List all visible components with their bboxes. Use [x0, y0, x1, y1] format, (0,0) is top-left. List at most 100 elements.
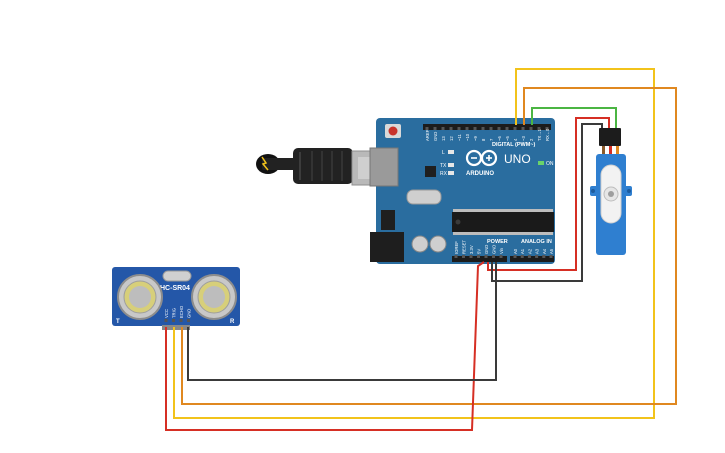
pin-socket[interactable] — [457, 127, 461, 130]
pin-label: A2 — [527, 248, 532, 254]
pin-label: ~11 — [457, 134, 462, 141]
pin-label: A4 — [542, 248, 547, 254]
pin-label: ~9 — [473, 136, 478, 141]
pin-label: 4 — [513, 138, 518, 141]
pin-socket[interactable] — [441, 127, 445, 130]
pin-label: AREF — [425, 129, 430, 141]
servo-motor[interactable] — [590, 128, 632, 255]
pin-socket[interactable] — [449, 127, 453, 130]
pin-label: 3.3V — [469, 245, 474, 254]
pin-socket[interactable] — [489, 127, 493, 130]
transmitter-icon — [117, 274, 163, 320]
pin-socket[interactable] — [505, 127, 509, 130]
pin-socket[interactable] — [535, 255, 539, 258]
servo-horn-icon — [600, 164, 622, 224]
pin-label: ~3 — [521, 136, 526, 141]
usb-bolt-icon — [261, 156, 269, 171]
pin-label: ECHO — [179, 305, 184, 318]
pin-socket[interactable] — [549, 255, 553, 258]
pin-socket[interactable] — [521, 127, 525, 130]
pin-label: VCC — [164, 309, 169, 318]
led-on-label: ON — [546, 161, 554, 167]
pin-label: A1 — [520, 248, 525, 254]
pin-socket[interactable] — [484, 255, 488, 258]
pin-label: 2 — [529, 138, 534, 141]
wire-black-sensor[interactable] — [187, 262, 497, 381]
pin-socket[interactable] — [513, 127, 517, 130]
pin-socket[interactable] — [529, 127, 533, 130]
pin-label: 7 — [489, 138, 494, 141]
pin-socket[interactable] — [187, 319, 190, 322]
pin-socket[interactable] — [433, 127, 437, 130]
pin-socket[interactable] — [520, 255, 524, 258]
capacitor-right — [429, 235, 447, 253]
pin-label: 12 — [449, 136, 454, 141]
power-header-label: POWER — [487, 239, 508, 245]
pin-label: GND — [433, 132, 438, 141]
power-header — [452, 256, 507, 262]
pin-label: TRIG — [172, 308, 177, 318]
wire-green[interactable] — [531, 107, 617, 128]
pin-label: Vin — [499, 247, 504, 254]
wire-black-servo[interactable] — [491, 123, 603, 282]
wire-orange[interactable] — [181, 87, 677, 405]
wire-yellow[interactable] — [173, 68, 655, 419]
pin-socket[interactable] — [481, 127, 485, 130]
pin-socket[interactable] — [497, 127, 501, 130]
pin-socket[interactable] — [527, 255, 531, 258]
pin-socket[interactable] — [425, 127, 429, 130]
sensor-r-mark: R — [230, 319, 235, 325]
capacitor-left — [411, 235, 429, 253]
pin-socket[interactable] — [465, 127, 469, 130]
led-l — [448, 150, 454, 154]
pin-socket[interactable] — [492, 255, 495, 258]
pin-label: ~5 — [505, 136, 510, 141]
pin-socket[interactable] — [499, 255, 503, 258]
led-tx — [448, 163, 454, 167]
analog-header-label: ANALOG IN — [521, 239, 552, 245]
pin-label: ~6 — [497, 136, 502, 141]
led-rx-label: RX — [440, 171, 448, 177]
pin-socket[interactable] — [469, 255, 473, 258]
pin-label: IOREF — [454, 241, 459, 254]
pin-socket[interactable] — [473, 127, 477, 130]
pin-label: A3 — [535, 248, 540, 254]
reset-button-cap — [388, 126, 398, 136]
led-tx-label: TX — [440, 163, 447, 169]
pin-label: A5 — [549, 248, 554, 254]
sensor-crystal — [162, 270, 192, 282]
pin-socket[interactable] — [545, 127, 549, 130]
pin-socket[interactable] — [172, 319, 175, 322]
pin-socket[interactable] — [164, 319, 168, 322]
led-on — [538, 161, 544, 165]
pin-label: RESET — [462, 240, 467, 254]
pin-label: TX→1 — [537, 128, 542, 141]
arduino-model: UNO — [504, 152, 531, 166]
sensor-t-mark: T — [116, 319, 120, 325]
wire-red-sensor[interactable] — [165, 261, 485, 431]
pin-socket[interactable] — [462, 255, 465, 258]
pin-socket[interactable] — [542, 255, 546, 258]
pin-label: 8 — [481, 138, 486, 141]
wires — [165, 68, 677, 431]
pin-socket[interactable] — [454, 255, 458, 258]
pin-socket[interactable] — [179, 319, 183, 322]
receiver-icon — [191, 274, 237, 320]
pin-label: GND — [187, 309, 192, 318]
sensor-pin-header — [162, 325, 190, 330]
wire-red-servo[interactable] — [487, 117, 610, 271]
pin-label: 5V — [477, 249, 482, 254]
pin-label: 13 — [441, 136, 446, 141]
sensor-label: HC-SR04 — [160, 285, 190, 292]
pin-socket[interactable] — [513, 255, 517, 258]
pin-socket[interactable] — [477, 255, 480, 258]
pin-label: RX←0 — [545, 128, 550, 141]
arduino-logo-icon — [465, 149, 498, 167]
pin-socket[interactable] — [537, 127, 541, 130]
